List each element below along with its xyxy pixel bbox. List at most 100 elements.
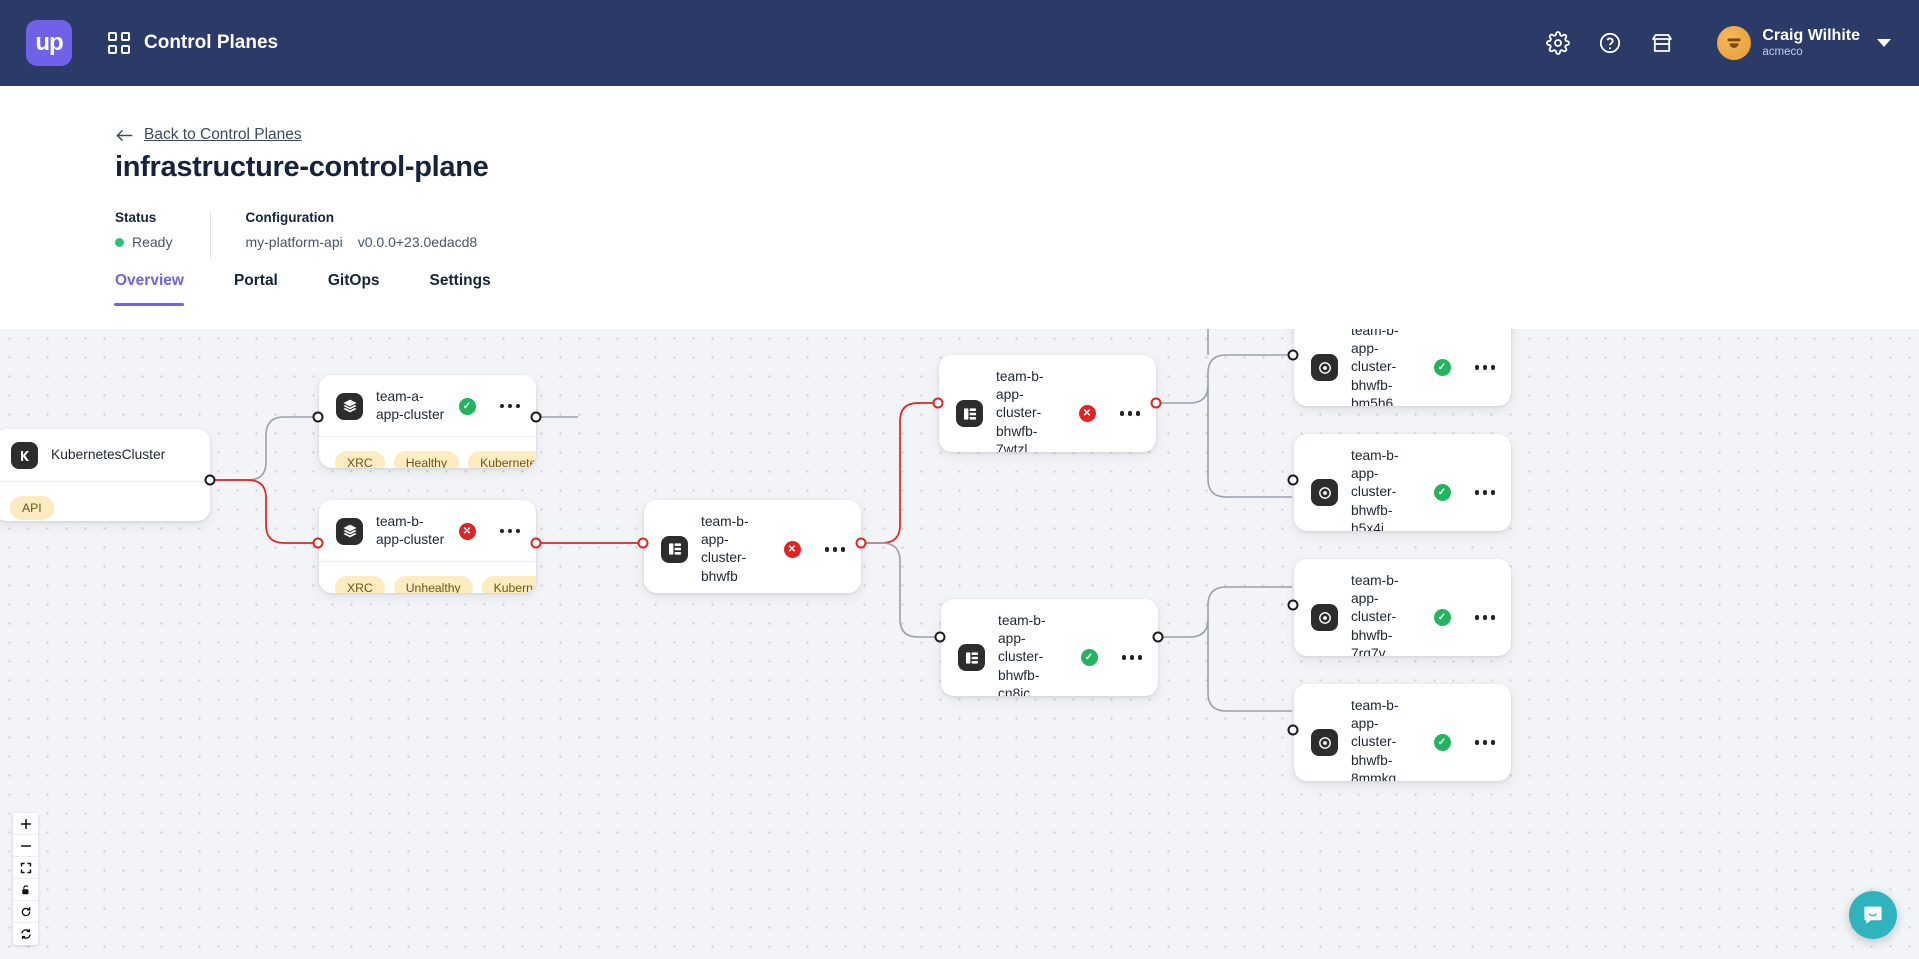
node-title: team-b-app-cluster-bhwfb-8mmkg xyxy=(1351,698,1399,781)
configuration-label: Configuration xyxy=(245,210,334,225)
node-team-b-app-cluster-bhwfb-bm5h6[interactable]: team-b-app-cluster-bhwfb-bm5h6 ✓ MR Heal… xyxy=(1294,329,1511,406)
node-team-a-app-cluster[interactable]: team-a-app-cluster ✓ XRC Healthy Kuberne… xyxy=(319,375,536,468)
node-handle-left[interactable] xyxy=(934,631,946,643)
back-to-control-planes-link[interactable]: Back to Control Planes xyxy=(115,126,302,144)
status-healthy-icon: ✓ xyxy=(1433,609,1451,626)
tag: KubernetesCluster xyxy=(481,576,536,593)
node-team-b-app-cluster-bhwfb-7wtzl[interactable]: team-b-app-cluster-bhwfb-7wtzl ✕ XR Unhe… xyxy=(939,355,1156,452)
node-title: team-b-app-cluster-bhwfb-cn8jc xyxy=(998,613,1046,696)
node-menu-button[interactable] xyxy=(1474,365,1495,370)
status-unhealthy-icon: ✕ xyxy=(1078,405,1096,422)
node-team-b-app-cluster[interactable]: team-b-app-cluster ✕ XRC Unhealthy Kuber… xyxy=(319,500,536,593)
back-link-label: Back to Control Planes xyxy=(144,126,302,143)
nav-title: Control Planes xyxy=(144,32,279,53)
status-unhealthy-icon: ✕ xyxy=(783,540,801,558)
arrow-left-icon xyxy=(116,129,133,141)
gear-icon[interactable] xyxy=(1545,30,1571,56)
tab-portal[interactable]: Portal xyxy=(233,272,278,289)
node-handle-left[interactable] xyxy=(1287,599,1299,611)
tab-gitops[interactable]: GitOps xyxy=(327,272,380,289)
node-menu-button[interactable] xyxy=(824,547,845,552)
meta-divider xyxy=(210,212,212,258)
node-menu-button[interactable] xyxy=(1119,411,1140,416)
page-meta: Status Ready Configuration my-platform-a… xyxy=(115,210,477,258)
avatar xyxy=(1717,26,1752,60)
configuration-block: Configuration my-platform-api v0.0.0+23.… xyxy=(245,210,477,250)
node-team-b-app-cluster-bhwfb-cn8jc[interactable]: team-b-app-cluster-bhwfb-cn8jc ✓ XR Heal… xyxy=(941,599,1158,696)
help-circle-icon[interactable] xyxy=(1597,30,1623,56)
node-handle-right[interactable] xyxy=(1150,397,1162,409)
lock-icon[interactable] xyxy=(13,879,38,901)
node-handle-left[interactable] xyxy=(312,411,324,423)
node-handle-right[interactable] xyxy=(530,537,542,549)
configuration-version: v0.0.0+23.0edacd8 xyxy=(357,234,478,250)
node-kubernetescluster[interactable]: KubernetesCluster API xyxy=(0,429,210,521)
zoom-in-icon[interactable] xyxy=(13,813,38,835)
node-menu-button[interactable] xyxy=(1474,740,1495,745)
status-badge: Ready xyxy=(115,234,172,250)
node-handle-right[interactable] xyxy=(204,474,216,486)
node-team-b-app-cluster-bhwfb[interactable]: team-b-app-cluster-bhwfb ✕ XR Unhealthy … xyxy=(644,500,861,593)
node-menu-button[interactable] xyxy=(499,528,520,534)
layers-icon xyxy=(336,517,363,545)
node-handle-left[interactable] xyxy=(1287,474,1299,486)
node-handle-left[interactable] xyxy=(1287,349,1299,361)
status-healthy-icon: ✓ xyxy=(1433,359,1451,376)
managed-resource-icon xyxy=(1311,354,1338,381)
support-chat-button[interactable] xyxy=(1849,891,1897,939)
graph-edges xyxy=(210,329,1292,712)
user-org: acmeco xyxy=(1762,45,1803,58)
user-name: Craig Wilhite xyxy=(1762,27,1860,45)
node-title: team-b-app-cluster-bhwfb-7rq7v xyxy=(1351,573,1399,656)
tag: Healthy xyxy=(393,451,460,468)
node-team-b-app-cluster-bhwfb-7rq7v[interactable]: team-b-app-cluster-bhwfb-7rq7v ✓ MR Heal… xyxy=(1294,559,1511,656)
node-handle-left[interactable] xyxy=(312,537,324,549)
node-menu-button[interactable] xyxy=(1474,490,1495,495)
tag: Unhealthy xyxy=(393,576,473,593)
status-dot-icon xyxy=(115,237,124,247)
tab-settings[interactable]: Settings xyxy=(429,272,491,289)
node-handle-left[interactable] xyxy=(932,397,944,409)
upbound-logo[interactable]: up xyxy=(26,20,72,66)
node-handle-left[interactable] xyxy=(1287,724,1299,736)
tag: KubernetesCluster xyxy=(468,451,536,468)
status-block: Status Ready xyxy=(115,210,172,250)
page-header: Back to Control Planes infrastructure-co… xyxy=(0,86,1919,415)
status-label: Status xyxy=(115,210,157,225)
status-healthy-icon: ✓ xyxy=(1433,734,1451,751)
resource-graph-canvas[interactable]: KubernetesCluster API team-a-app-cluster… xyxy=(0,329,1919,959)
node-handle-right[interactable] xyxy=(1152,631,1164,643)
managed-resource-icon xyxy=(1311,604,1338,631)
node-handle-right[interactable] xyxy=(530,411,542,423)
composite-icon xyxy=(958,644,985,671)
node-title: team-b-app-cluster-bhwfb-bm5h6 xyxy=(1351,329,1399,406)
tag: XRC xyxy=(335,451,385,468)
node-menu-button[interactable] xyxy=(499,403,520,409)
user-menu[interactable]: Craig Wilhite acmeco xyxy=(1717,26,1891,60)
fit-view-icon[interactable] xyxy=(13,857,38,879)
node-divider xyxy=(319,561,536,563)
tab-overview[interactable]: Overview xyxy=(114,272,212,306)
nav-control-planes[interactable]: Control Planes xyxy=(108,32,278,54)
status-healthy-icon: ✓ xyxy=(1080,649,1098,666)
marketplace-icon[interactable] xyxy=(1649,30,1675,56)
node-handle-left[interactable] xyxy=(637,537,649,549)
layers-icon xyxy=(336,392,363,420)
tag: XRC xyxy=(335,576,385,593)
status-value: Ready xyxy=(132,234,173,250)
reset-icon[interactable] xyxy=(13,901,38,923)
node-title: team-b-app-cluster-bhwfb-7wtzl xyxy=(996,369,1044,452)
zoom-out-icon[interactable] xyxy=(13,835,38,857)
node-handle-right[interactable] xyxy=(855,537,867,549)
managed-resource-icon xyxy=(1311,479,1338,506)
refresh-icon[interactable] xyxy=(13,923,38,945)
node-menu-button[interactable] xyxy=(1474,615,1495,620)
chevron-down-icon[interactable] xyxy=(1877,39,1891,47)
graph-controls xyxy=(13,813,38,945)
node-team-b-app-cluster-bhwfb-h5x4j[interactable]: team-b-app-cluster-bhwfb-h5x4j ✓ MR Heal… xyxy=(1294,434,1511,531)
node-team-b-app-cluster-bhwfb-8mmkg[interactable]: team-b-app-cluster-bhwfb-8mmkg ✓ MR Heal… xyxy=(1294,684,1511,781)
page-tabs: Overview Portal GitOps Settings xyxy=(114,272,541,306)
grid-icon xyxy=(108,32,130,54)
node-menu-button[interactable] xyxy=(1121,655,1142,660)
status-healthy-icon: ✓ xyxy=(1433,484,1451,501)
